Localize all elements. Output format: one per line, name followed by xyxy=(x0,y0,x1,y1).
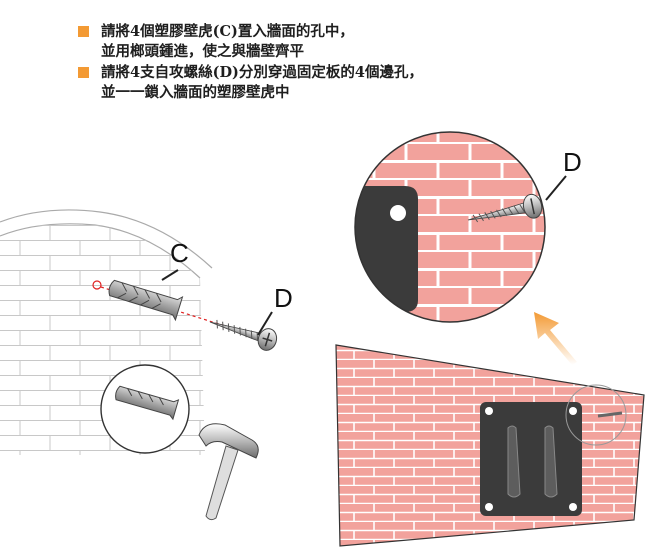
plastic-anchor-detail xyxy=(115,385,180,421)
instruction-step-1: 請將4個塑膠壁虎(C)置入牆面的孔中， 並用榔頭鍾進，使之與牆壁齊平 xyxy=(78,22,354,62)
mounting-plate xyxy=(480,402,582,516)
orange-bullet-icon xyxy=(78,26,89,37)
instruction-1-line-2: 並用榔頭鍾進，使之與牆壁齊平 xyxy=(101,43,304,60)
instruction-step-2: 請將4支自攻螺絲(D)分別穿過固定板的4個邊孔， 並一一鎖入牆面的塑膠壁虎中 xyxy=(78,63,423,103)
drill-hole-marker xyxy=(92,280,102,290)
orange-bullet-icon xyxy=(78,67,89,78)
zoom-arrow-icon xyxy=(534,312,577,365)
hammer-icon xyxy=(198,423,259,521)
plastic-anchor-c xyxy=(108,279,184,322)
zoom-detail-circle xyxy=(354,131,546,323)
screw-small-icon xyxy=(597,411,623,418)
label-d-zoom-pointer xyxy=(545,175,567,201)
label-d-left: D xyxy=(274,283,293,313)
instruction-2-line-2: 並一一鎖入牆面的塑膠壁虎中 xyxy=(101,84,290,101)
instruction-1-line-1: 請將4個塑膠壁虎(C)置入牆面的孔中， xyxy=(101,23,354,40)
screw-d-left xyxy=(209,319,278,351)
zoom-source-circle xyxy=(565,384,627,446)
label-d-pointer xyxy=(257,311,273,336)
label-c-pointer xyxy=(161,269,179,281)
label-d-zoom: D xyxy=(563,147,582,177)
screw-d-zoom xyxy=(467,193,543,223)
hammer-detail-circle xyxy=(100,364,190,454)
instruction-2-line-1: 請將4支自攻螺絲(D)分別穿過固定板的4個邊孔， xyxy=(101,64,423,81)
label-c: C xyxy=(170,238,189,268)
